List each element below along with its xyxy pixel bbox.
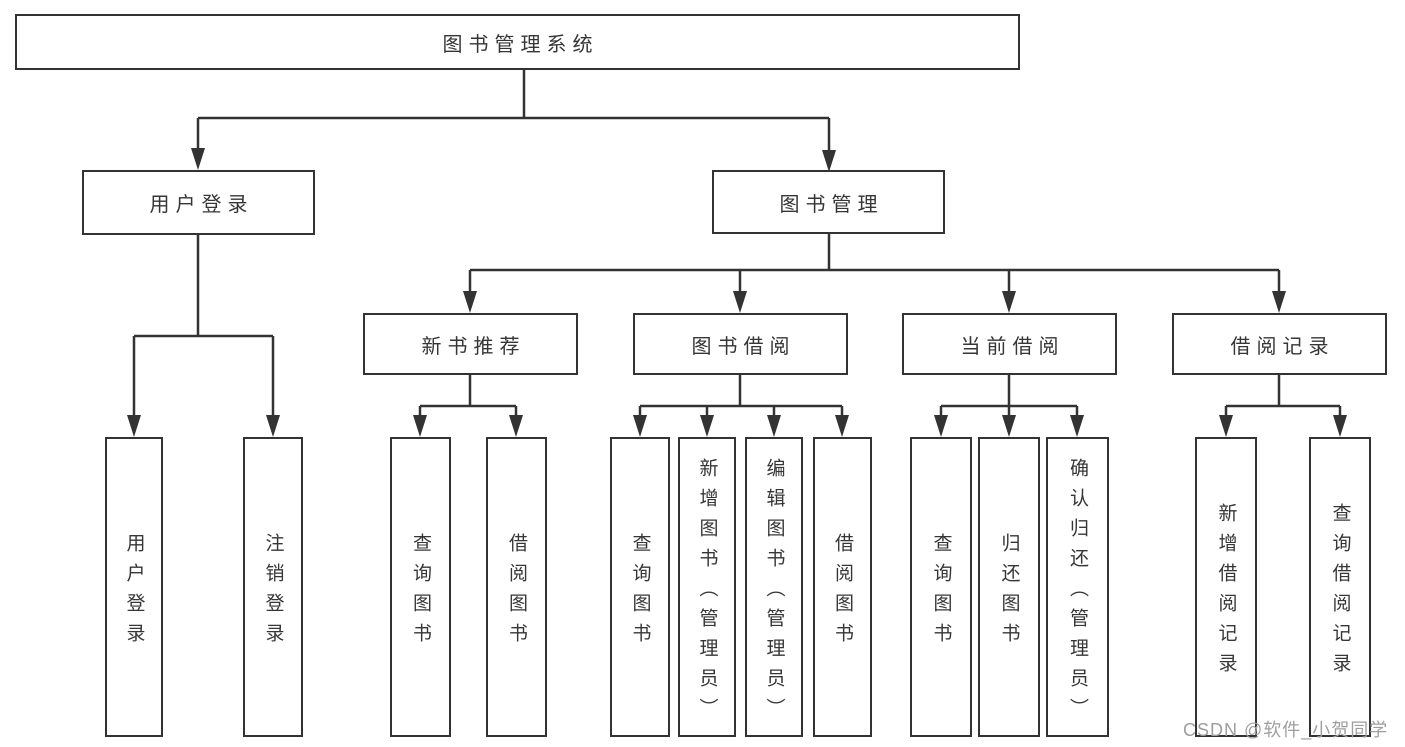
node-br-query-record-label: 查询借阅记录: [1329, 502, 1351, 683]
connector-lines: [132, 69, 1342, 421]
node-br-add-record-label: 新增借阅记录: [1215, 502, 1237, 683]
node-borrowing-records-label: 借阅记录: [1230, 335, 1335, 358]
node-cb-return-books: 归还图书: [978, 437, 1040, 737]
node-book-management-branch: 图书管理: [712, 170, 945, 234]
node-br-query-record: 查询借阅记录: [1309, 437, 1371, 737]
csdn-watermark: CSDN @软件_小贺同学: [1183, 720, 1389, 740]
node-book-borrowing-label: 图书借阅: [691, 335, 796, 358]
node-bb-add-books-admin-label: 新增图书（管理员）: [696, 457, 718, 728]
node-bb-edit-books-admin-label: 编辑图书（管理员）: [763, 457, 785, 728]
node-logout: 注销登录: [243, 437, 303, 737]
node-nb-query-books: 查询图书: [390, 437, 451, 737]
node-nb-borrow-books: 借阅图书: [486, 437, 547, 737]
node-cb-confirm-return-admin-label: 确认归还（管理员）: [1067, 457, 1088, 728]
node-book-management-branch-label: 图书管理: [779, 193, 884, 216]
node-br-add-record: 新增借阅记录: [1195, 437, 1257, 737]
node-bb-borrow-books: 借阅图书: [813, 437, 872, 737]
node-user-login-branch: 用户登录: [82, 170, 315, 235]
node-cb-confirm-return-admin: 确认归还（管理员）: [1046, 437, 1109, 737]
node-user-login-label: 用户登录: [123, 532, 145, 653]
node-nb-borrow-books-label: 借阅图书: [506, 532, 527, 653]
node-cb-return-books-label: 归还图书: [998, 532, 1020, 653]
node-bb-borrow-books-label: 借阅图书: [832, 532, 853, 653]
node-new-book-recommend-label: 新书推荐: [421, 335, 526, 358]
node-current-borrowing: 当前借阅: [902, 313, 1117, 375]
node-root-label: 图书管理系统: [442, 33, 599, 56]
node-bb-add-books-admin: 新增图书（管理员）: [678, 437, 736, 737]
node-borrowing-records: 借阅记录: [1172, 313, 1387, 375]
node-book-borrowing: 图书借阅: [633, 313, 848, 375]
node-nb-query-books-label: 查询图书: [410, 532, 431, 653]
node-bb-query-books-label: 查询图书: [629, 532, 651, 653]
node-root: 图书管理系统: [15, 14, 1020, 70]
node-logout-label: 注销登录: [262, 532, 284, 653]
node-user-login-branch-label: 用户登录: [149, 194, 254, 216]
node-current-borrowing-label: 当前借阅: [960, 335, 1065, 358]
node-cb-query-books-label: 查询图书: [930, 532, 952, 653]
node-user-login: 用户登录: [105, 437, 163, 737]
node-bb-query-books: 查询图书: [610, 437, 670, 737]
node-cb-query-books: 查询图书: [910, 437, 972, 737]
node-bb-edit-books-admin: 编辑图书（管理员）: [745, 437, 803, 737]
arrowhead-markers: [127, 148, 1347, 437]
node-new-book-recommend: 新书推荐: [363, 313, 578, 375]
